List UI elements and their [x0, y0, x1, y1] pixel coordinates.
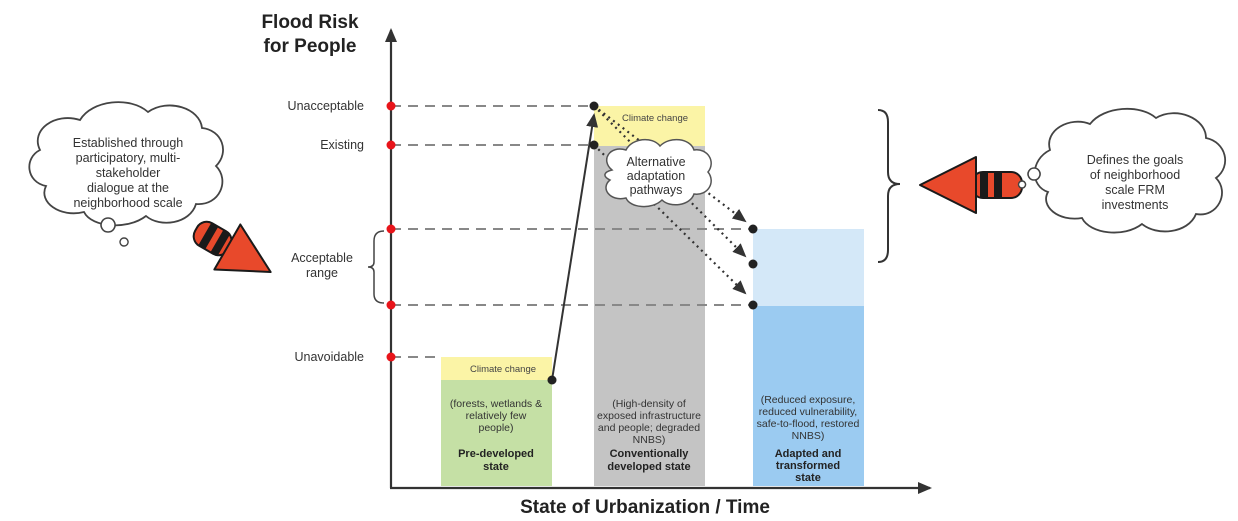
left-cloud-line5: neighborhood scale — [73, 196, 182, 210]
adapted-upper-dot — [748, 224, 758, 234]
adapted-name-1: Adapted and — [775, 448, 842, 460]
right-cloud-line2: of neighborhood — [1090, 168, 1180, 182]
conventional-climate-label: Climate change — [622, 113, 688, 124]
pre-developed-bar — [441, 380, 552, 486]
acceptable-lower-dot — [386, 300, 396, 310]
right-cloud: Defines the goals of neighborhood scale … — [1017, 107, 1226, 234]
conventional-name-1: Conventionally — [610, 448, 690, 460]
left-cloud-line2: participatory, multi- — [76, 151, 181, 165]
unacceptable-dot — [386, 101, 396, 111]
pre-developed-top-dot — [547, 375, 557, 385]
pre-developed-climate-label: Climate change — [470, 364, 536, 375]
adapted-bar — [753, 306, 864, 486]
acceptable-upper-dot — [386, 224, 396, 234]
conventional-desc-2: exposed infrastructure — [597, 410, 701, 422]
unavoidable-label: Unavoidable — [295, 350, 365, 364]
existing-label: Existing — [320, 138, 364, 152]
right-cloud-line3: scale FRM — [1105, 183, 1165, 197]
pathways-cloud-line3: pathways — [630, 183, 683, 197]
goals-brace — [877, 109, 901, 263]
pre-developed-name-1: Pre-developed — [458, 448, 534, 460]
pathways-cloud-line1: Alternative — [626, 155, 685, 169]
unavoidable-dot — [386, 352, 396, 362]
y-axis-title-line2: for People — [264, 36, 357, 57]
adapted-lower-dot — [748, 300, 758, 310]
right-cloud-line4: investments — [1102, 198, 1169, 212]
existing-dot — [386, 140, 396, 150]
conventional-desc-4: NNBS) — [633, 434, 666, 446]
pre-developed-name-2: state — [483, 461, 509, 473]
adapted-acceptable-band — [753, 229, 864, 306]
adapted-name-3: state — [795, 472, 821, 484]
left-cloud: Established through participatory, multi… — [28, 101, 224, 247]
acceptable-label-line2: range — [306, 266, 338, 280]
right-red-arrow-icon — [919, 156, 1023, 214]
adapted-name-2: transformed — [776, 460, 840, 472]
pathway-arrow-1 — [593, 105, 747, 223]
pathways-cloud-line2: adaptation — [627, 169, 685, 183]
left-cloud-line4: dialogue at the — [87, 181, 169, 195]
pre-developed-desc-3: people) — [478, 422, 513, 434]
pre-developed-desc-1: (forests, wetlands & — [450, 398, 542, 410]
right-cloud-line1: Defines the goals — [1087, 153, 1184, 167]
left-cloud-line1: Established through — [73, 136, 184, 150]
x-axis-title: State of Urbanization / Time — [520, 497, 770, 516]
acceptable-range-bracket — [367, 230, 385, 304]
pathways-cloud: Alternative adaptation pathways — [604, 138, 712, 208]
adapted-desc-4: NNBS) — [792, 430, 825, 442]
adapted-mid-dot — [748, 259, 758, 269]
left-cloud-line3: stakeholder — [96, 166, 161, 180]
left-red-arrow-icon — [192, 220, 272, 273]
conventional-unacceptable-dot — [589, 101, 599, 111]
pre-developed-climate-band — [441, 357, 552, 380]
conventional-desc-1: (High-density of — [612, 398, 686, 410]
conventional-desc-3: and people; degraded — [598, 422, 700, 434]
conventional-existing-dot — [589, 140, 599, 150]
acceptable-label: Acceptable — [291, 251, 353, 265]
adapted-desc-1: (Reduced exposure, — [761, 394, 856, 406]
pre-developed-desc-2: relatively few — [466, 410, 527, 422]
conventional-name-2: developed state — [607, 461, 690, 473]
development-arrow — [551, 113, 599, 381]
unacceptable-label: Unacceptable — [288, 99, 364, 113]
y-axis-title: Flood Risk — [261, 12, 359, 33]
adapted-desc-2: reduced vulnerability, — [759, 406, 857, 418]
adapted-desc-3: safe-to-flood, restored — [757, 418, 860, 430]
